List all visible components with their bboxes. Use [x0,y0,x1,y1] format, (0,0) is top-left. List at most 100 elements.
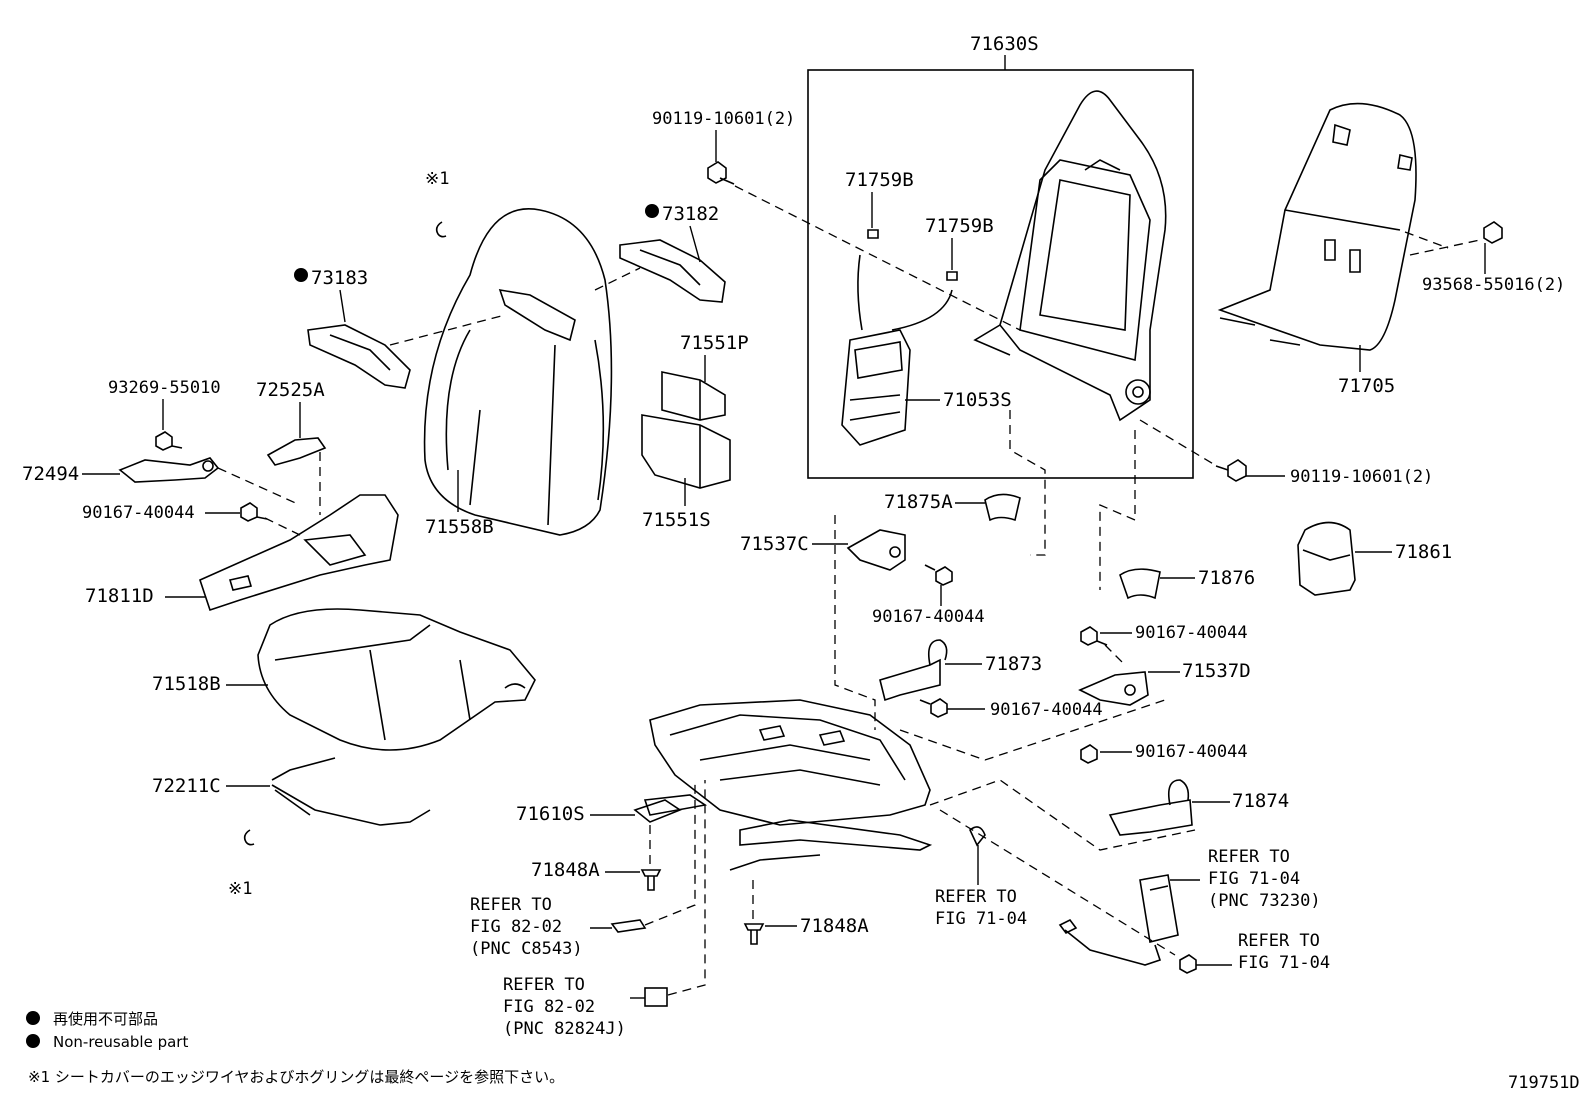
label-71630S: 71630S [970,33,1039,55]
label-93269: 93269-55010 [108,378,221,398]
refer-2-line2: FIG 82-02 [503,997,595,1017]
legend-dot-en [26,1034,40,1048]
label-90167-c: 90167-40044 [1135,623,1248,643]
label-71551S: 71551S [642,509,711,531]
part-71053S [841,254,953,446]
label-72525A: 72525A [256,379,325,401]
part-71759B-clip-a [867,229,879,239]
refer-4-line1: REFER TO [1208,847,1290,867]
part-seat-adjuster-frame [643,699,933,871]
label-71759B-b: 71759B [925,215,994,237]
label-71875A: 71875A [884,491,953,513]
nonreusable-dot-73183 [294,268,308,282]
part-90167-screw-a [240,502,268,522]
part-71518B-cushion [257,608,536,751]
part-72494-lever [118,457,220,483]
refer-2-line1: REFER TO [503,975,585,995]
legend-dot-jp [26,1011,40,1025]
label-71873: 71873 [985,653,1042,675]
label-90119-top: 90119-10601(2) [652,109,795,129]
part-72525A-lever-cover [266,437,327,466]
part-connector-c8543 [610,919,647,933]
label-71518B: 71518B [152,673,221,695]
legend-jp: 再使用不可部品 [53,1010,158,1028]
label-72211C: 72211C [152,775,221,797]
label-90167-b: 90167-40044 [872,607,985,627]
label-71861: 71861 [1395,541,1452,563]
refer-4-line2: FIG 71-04 [1208,869,1300,889]
label-71610S: 71610S [516,803,585,825]
hog-ring-bottom [243,829,255,846]
label-71759B-a: 71759B [845,169,914,191]
refer-1-line2: FIG 82-02 [470,917,562,937]
part-90167-screw-d [919,698,948,718]
refer-2-line3: (PNC 82824J) [503,1019,626,1039]
label-71876: 71876 [1198,567,1255,589]
part-71558B-backcover [423,208,613,536]
label-72494: 72494 [22,463,79,485]
label-71874: 71874 [1232,790,1289,812]
label-71705: 71705 [1338,375,1395,397]
part-connector-82824J [644,987,668,1007]
label-71537C: 71537C [740,533,809,555]
part-71874-bracket [1108,779,1193,836]
part-71861-cover [1297,521,1356,596]
part-90167-screw-b [924,564,953,586]
part-71537D [1078,671,1149,706]
label-90167-e: 90167-40044 [1135,742,1248,762]
part-72211C-wire [271,757,431,826]
label-71848A-a: 71848A [531,859,600,881]
refer-5-line1: REFER TO [1238,931,1320,951]
part-buckle [1058,874,1179,966]
note-mark-top: ※1 [425,169,449,189]
note-mark-bottom: ※1 [228,879,252,899]
part-71875A [984,493,1021,522]
label-71551P: 71551P [680,332,749,354]
label-90167-d: 90167-40044 [990,700,1103,720]
refer-5-line2: FIG 71-04 [1238,953,1330,973]
part-71759B-clip-b [946,271,958,281]
label-71811D: 71811D [85,585,154,607]
part-buckle-bolt [1179,954,1197,974]
label-71053S: 71053S [943,389,1012,411]
label-90119-right: 90119-10601(2) [1290,467,1433,487]
part-71551P-pad [661,371,726,421]
part-90167-screw-e [1080,744,1098,764]
label-73183: 73183 [311,267,368,289]
refer-1-line3: (PNC C8543) [470,939,583,959]
label-93568: 93568-55016(2) [1422,275,1565,295]
frame-assembly-box [807,69,1194,479]
part-71537C [846,529,906,571]
part-93568-bolt [1483,221,1503,244]
refer-4-line3: (PNC 73230) [1208,891,1321,911]
part-90167-screw-c [1080,626,1108,646]
part-93269-screw [155,431,183,451]
label-71558B: 71558B [425,516,494,538]
diagram-id: 719751D [1508,1073,1580,1093]
part-71610S [633,799,682,823]
part-90119-bolt-top [707,161,735,185]
part-90119-bolt-right [1215,459,1247,482]
part-71705-backboard [1217,102,1417,351]
legend-en: Non-reusable part [53,1033,188,1051]
refer-3-line1: REFER TO [935,887,1017,907]
legend-footnote: ※1 シートカバーのエッジワイヤおよびホグリングは最終ページを参照下さい。 [28,1068,564,1086]
hog-ring-top [435,221,447,238]
refer-3-line2: FIG 71-04 [935,909,1027,929]
part-71848A-bolt-a [640,869,662,891]
label-73182: 73182 [662,203,719,225]
refer-1-line1: REFER TO [470,895,552,915]
part-71848A-bolt-b [743,923,765,945]
part-71876 [1119,568,1161,600]
label-71537D: 71537D [1182,660,1251,682]
nonreusable-dot-73182 [645,204,659,218]
part-73182 [619,239,726,303]
label-90167-a: 90167-40044 [82,503,195,523]
part-71551S-pad [641,414,731,489]
part-anchor-clip [969,826,986,847]
part-seatback-frame [973,90,1167,422]
part-71873-bracket [879,639,948,702]
part-73183 [307,324,411,389]
